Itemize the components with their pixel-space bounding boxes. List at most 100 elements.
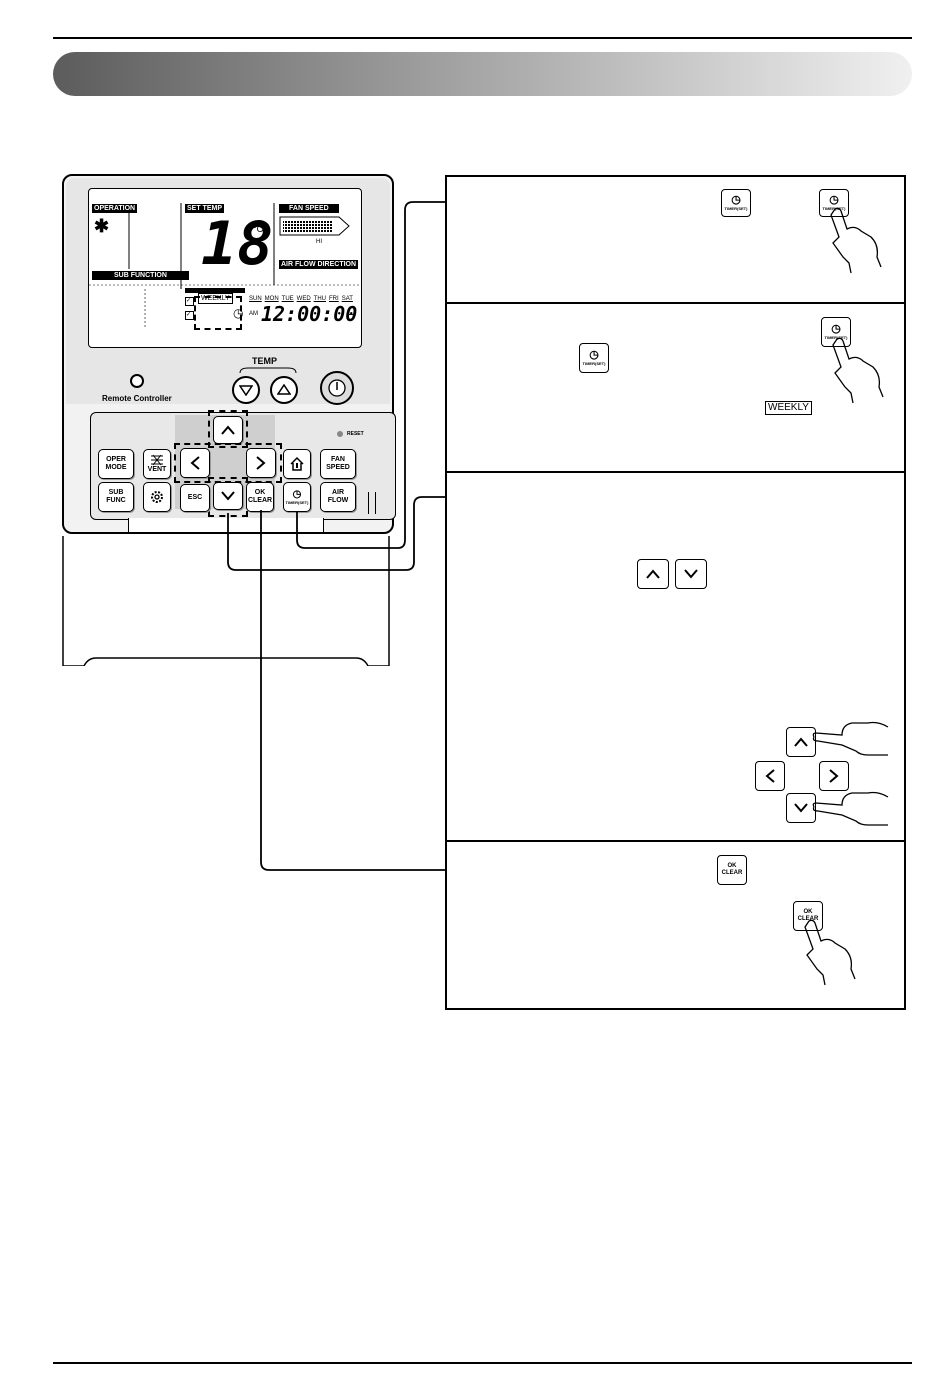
up-triangle-icon — [277, 384, 291, 395]
lcd-fan-speed-tag: FAN SPEED — [279, 204, 339, 213]
temp-up-button[interactable] — [270, 376, 298, 404]
lcd-temp-unit: °C — [253, 224, 264, 234]
weekly-highlight — [194, 296, 242, 330]
fan-speed-button[interactable]: FAN SPEED — [320, 449, 356, 479]
pointing-hand-icon — [804, 919, 856, 986]
down-press-button — [786, 793, 816, 823]
lcd-time-dash: – — [347, 305, 355, 321]
esc-button[interactable]: ESC — [180, 484, 210, 512]
lcd-set-temp-tag: SET TEMP — [185, 204, 225, 213]
up-arrow-icon — [646, 569, 660, 579]
wall-bracket — [62, 536, 390, 666]
timer-set-mini-label: TIMER(SET) — [582, 361, 606, 366]
step-panel: ◷ TIMER(SET) ◷ TIMER(SET) ◷ TIMER(SET) ◷… — [445, 175, 906, 1010]
lcd-sub-function-tag: SUB FUNCTION — [92, 271, 189, 280]
down-triangle-icon — [239, 385, 253, 396]
lcd-air-flow-tag: AIR FLOW DIRECTION — [279, 260, 359, 269]
timer-set-press-button: ◷ TIMER(SET) — [819, 189, 849, 217]
timer-set-button[interactable]: ◷ TIMER(SET) — [283, 482, 311, 512]
timer-set-label: TIMER(SET) — [285, 499, 309, 505]
right-arrow-button[interactable] — [246, 448, 276, 478]
up-mini-button — [637, 559, 669, 589]
clock-icon: ◷ — [292, 488, 302, 500]
lcd-operation-tag: OPERATION — [92, 204, 138, 213]
clear-label: CLEAR — [797, 916, 819, 922]
status-indicator — [130, 374, 144, 388]
up-arrow-button[interactable] — [213, 416, 243, 444]
left-arrow-icon — [765, 769, 775, 783]
ok-clear-press-button: OK CLEAR — [793, 901, 823, 931]
weekly-tag: WEEKLY — [765, 401, 812, 415]
pointing-hand-icon — [832, 337, 884, 404]
left-arrow-icon — [190, 456, 200, 470]
left-arrow-button[interactable] — [180, 448, 210, 478]
section-banner — [53, 52, 912, 96]
lcd-temperature: 18 — [201, 209, 274, 279]
vent-icon — [151, 454, 163, 466]
power-icon — [328, 379, 346, 397]
step-divider — [447, 840, 904, 842]
vent-button[interactable]: VENT — [143, 449, 171, 479]
timer-set-press-label: TIMER(SET) — [824, 335, 848, 340]
step-divider — [447, 471, 904, 473]
up-arrow-highlight — [208, 410, 248, 448]
down-arrow-highlight — [208, 477, 248, 517]
power-button[interactable] — [320, 371, 354, 405]
temp-down-button[interactable] — [232, 376, 260, 404]
temp-label: TEMP — [252, 356, 278, 366]
sub-func-button[interactable]: SUB FUNC — [98, 482, 134, 512]
lcd-day: SUN — [249, 296, 262, 302]
reset-label: RESET — [347, 431, 364, 437]
display-bezel: OPERATION ✱ SET TEMP FAN SPEED 18 °C HI … — [66, 178, 390, 405]
ok-label: OK — [727, 863, 737, 869]
lcd-time: 12:00:00 — [261, 302, 358, 326]
ok-clear-mini-button: OK CLEAR — [717, 855, 747, 885]
house-thermometer-icon — [290, 456, 304, 471]
down-arrow-icon — [794, 803, 808, 813]
lcd-fan-level: HI — [316, 239, 322, 245]
clock-icon: ◷ — [233, 306, 244, 320]
vent-label: VENT — [147, 466, 167, 473]
bottom-rule — [53, 1362, 912, 1364]
timer-set-mini-button: ◷ TIMER(SET) — [721, 189, 751, 217]
right-press-button — [819, 761, 849, 791]
timer-set-press-button: ◷ TIMER(SET) — [821, 317, 851, 347]
left-press-button — [755, 761, 785, 791]
up-press-button — [786, 727, 816, 757]
ok-clear-button[interactable]: OK CLEAR — [246, 482, 274, 512]
clear-label: CLEAR — [721, 870, 743, 876]
clock-icon: ◷ — [831, 323, 841, 335]
pointing-hand-icon — [812, 791, 889, 826]
temp-bracket — [239, 367, 297, 374]
snowflake-icon: ✱ — [94, 216, 110, 236]
lcd-check-2: ✓ — [185, 311, 194, 320]
remote-controller-label: Remote Controller — [102, 394, 172, 403]
lcd-day: MON — [264, 296, 279, 302]
clock-icon: ◷ — [589, 349, 599, 361]
lcd-weekly: WEEKLY — [198, 293, 233, 304]
right-arrow-icon — [256, 456, 266, 470]
up-arrow-icon — [794, 737, 808, 747]
right-arrow-icon — [829, 769, 839, 783]
side-slot — [368, 492, 376, 514]
top-rule — [53, 37, 912, 39]
timer-set-mini-button: ◷ TIMER(SET) — [579, 343, 609, 373]
lcd-check-1: ✓ — [185, 297, 194, 306]
down-mini-button — [675, 559, 707, 589]
timer-set-mini-label: TIMER(SET) — [724, 206, 748, 211]
oper-mode-button[interactable]: OPER MODE — [98, 449, 134, 479]
up-arrow-icon — [221, 425, 235, 435]
pointing-hand-icon — [812, 721, 889, 756]
timer-set-press-label: TIMER(SET) — [822, 206, 846, 211]
left-right-highlight — [174, 443, 282, 483]
lcd-schedule-tag — [185, 288, 245, 293]
settings-button[interactable] — [143, 482, 171, 512]
gear-icon — [151, 491, 163, 503]
step-divider — [447, 302, 904, 304]
air-flow-button[interactable]: AIR FLOW — [320, 482, 356, 512]
pointing-hand-icon — [830, 207, 882, 274]
house-thermometer-button[interactable] — [283, 449, 311, 479]
down-arrow-icon — [684, 569, 698, 579]
lcd-am: AM — [249, 311, 258, 317]
fan-speed-bar-icon — [279, 216, 350, 236]
